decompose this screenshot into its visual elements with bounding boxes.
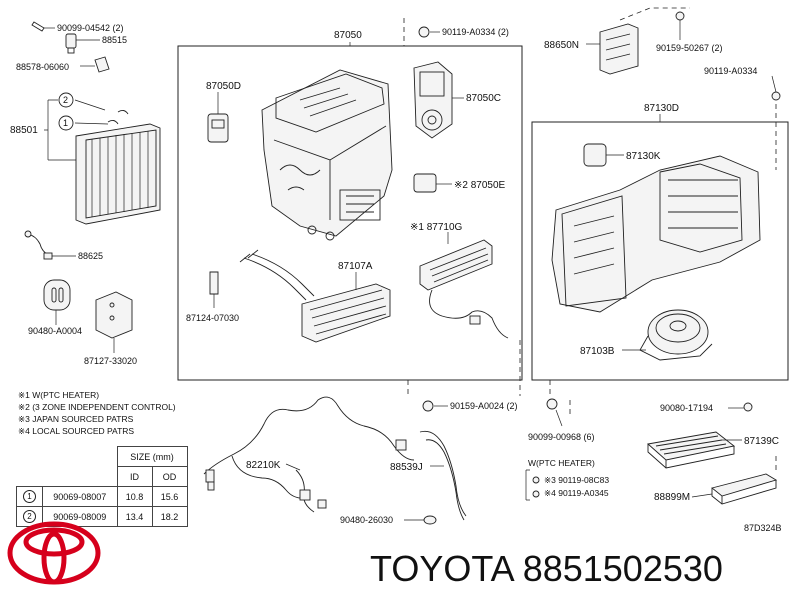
label-90099-00968: 90099-00968 (6) (528, 432, 595, 442)
table-row: 1 90069-08007 10.8 15.6 (16, 486, 188, 507)
label-87710g: ※1 87710G (410, 222, 463, 233)
row-marker: 1 (16, 486, 43, 507)
label-88650n: 88650N (544, 40, 579, 51)
pad-87127 (95, 291, 133, 353)
label-87139c: 87139C (744, 436, 779, 447)
size-col-id: ID (116, 466, 153, 487)
label-88625: 88625 (78, 251, 103, 261)
note-3: ※3 JAPAN SOURCED PATRS (18, 414, 134, 424)
screw-90119-a0334-2 (418, 26, 440, 38)
leader-dash-2 (619, 7, 690, 21)
label-87130d: 87130D (644, 103, 679, 114)
grommet-90480-a0004 (43, 279, 71, 325)
label-90159-50267: 90159-50267 (2) (656, 43, 723, 53)
label-90080-17194: 90080-17194 (660, 403, 713, 413)
heater-core-87107a (239, 249, 391, 343)
actuator-87130k (583, 143, 624, 167)
evaporator-88501 (75, 109, 161, 225)
heater-unit-87050 (261, 69, 393, 241)
label-87127: 87127-33020 (84, 356, 137, 366)
label-88578: 88578-06060 (16, 62, 69, 72)
size-table: SIZE (mm) ID OD 1 90069-08007 10.8 15.6 … (16, 446, 188, 527)
label-90119-a0345: ※4 90119-A0345 (544, 488, 609, 498)
bracket-88578 (80, 56, 110, 73)
screw-90159-a0024 (422, 400, 448, 412)
row-od: 18.2 (151, 506, 188, 527)
label-90119-a0334: 90119-A0334 (704, 66, 757, 76)
label-87124: 87124-07030 (186, 313, 239, 323)
label-90159-a0024: 90159-A0024 (2) (450, 401, 518, 411)
actuator-87050d (207, 92, 229, 143)
actuator-87050c (413, 61, 464, 139)
label-87130k: 87130K (626, 151, 661, 162)
label-87050e: ※2 87050E (454, 180, 506, 191)
leader-dash-5 (549, 380, 571, 418)
brand-part-number: TOYOTA 8851502530 (370, 548, 723, 589)
svg-text:2: 2 (63, 95, 68, 105)
screw-90159-50267 (675, 11, 685, 40)
filter-cover-88899m (691, 473, 778, 505)
size-col-od: OD (151, 466, 188, 487)
reference-code: 87D324B (744, 523, 782, 533)
circle-marker-1: 1 (58, 115, 74, 131)
blower-motor-87103b (622, 309, 713, 361)
note-4: ※4 LOCAL SOURCED PATRS (18, 426, 134, 436)
label-90119-a0334-2: 90119-A0334 (2) (442, 27, 509, 37)
row-od: 15.6 (151, 486, 188, 507)
wire-harness-82210k (203, 396, 415, 513)
note-1: ※1 W(PTC HEATER) (18, 390, 99, 400)
label-88899m: 88899M (654, 492, 690, 503)
label-88501: 88501 (10, 125, 38, 136)
row-marker: 2 (16, 506, 43, 527)
valve-88515 (65, 33, 100, 54)
row-id: 13.4 (116, 506, 153, 527)
toyota-logo-icon (7, 521, 101, 585)
screw-90099-00968 (546, 398, 563, 427)
ptc-heater-87710g (419, 232, 509, 339)
actuator-87050e (413, 173, 452, 193)
label-88539j: 88539J (390, 462, 423, 473)
label-ptc-heater: W(PTC HEATER) (528, 458, 595, 468)
label-87050: 87050 (334, 30, 362, 41)
label-87050d: 87050D (206, 81, 241, 92)
svg-text:1: 1 (63, 118, 68, 128)
footnotes: ※1 W(PTC HEATER) ※2 (3 ZONE INDEPENDENT … (18, 390, 176, 436)
clip-87124 (209, 271, 219, 308)
label-87107a: 87107A (338, 261, 373, 272)
label-87103b: 87103B (580, 346, 615, 357)
label-90480-a0004: 90480-A0004 (28, 326, 82, 336)
filter-87139c (647, 431, 742, 469)
clip-90080-17194 (728, 402, 753, 412)
size-table-header: SIZE (mm) (116, 446, 188, 467)
blower-unit-87130d (551, 155, 761, 313)
label-90099-04542: 90099-04542 (2) (57, 23, 124, 33)
label-90480-26030: 90480-26030 (340, 515, 393, 525)
label-82210k: 82210K (246, 460, 281, 471)
bolt-90099-04542 (31, 21, 55, 32)
bracket-88501 (44, 99, 109, 161)
grommet-90480-26030 (404, 515, 437, 525)
row-id: 10.8 (116, 486, 153, 507)
label-90119-08c83: ※3 90119-08C83 (544, 475, 609, 485)
circle-marker-2: 2 (58, 92, 74, 108)
module-88650n (586, 23, 639, 75)
label-88515: 88515 (102, 35, 127, 45)
table-row: 2 90069-08009 13.4 18.2 (16, 506, 188, 527)
leader-dash-4 (407, 340, 521, 398)
drain-hose-88539j (419, 430, 467, 521)
ptc-heater-screws: W(PTC HEATER) ※3 90119-08C83 ※4 90119-A0… (525, 458, 609, 501)
row-part: 90069-08007 (42, 486, 118, 507)
label-87050c: 87050C (466, 93, 501, 104)
note-2: ※2 (3 ZONE INDEPENDENT CONTROL) (18, 402, 176, 412)
sensor-88625 (24, 230, 76, 260)
screw-90119-a0334 (771, 75, 781, 101)
